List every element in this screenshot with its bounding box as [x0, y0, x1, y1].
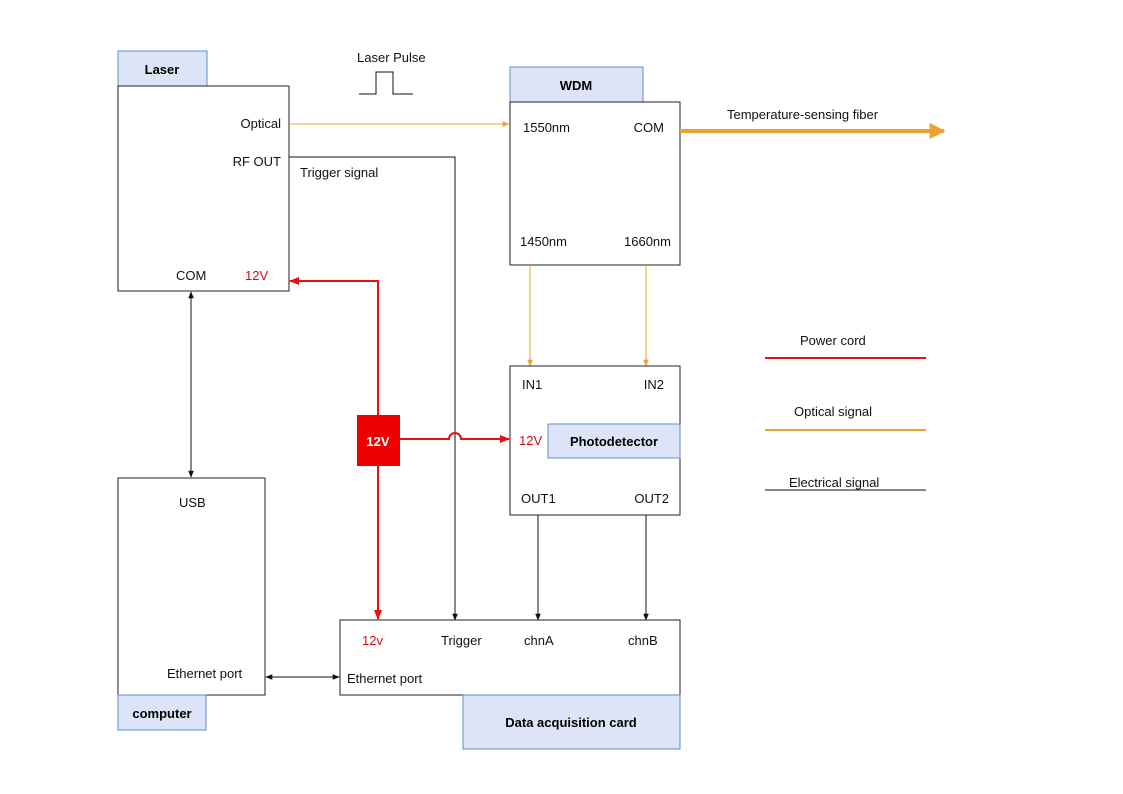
photodetector-in1-port: IN1: [522, 377, 542, 392]
legend: Power cord Optical signal Electrical sig…: [765, 333, 926, 491]
daq-ethernet-port: Ethernet port: [347, 671, 423, 686]
legend-optical-label: Optical signal: [794, 404, 872, 419]
computer-block: computer USB Ethernet port: [117, 477, 266, 731]
computer-usb-port: USB: [179, 495, 206, 510]
daq-title: Data acquisition card: [505, 715, 637, 730]
laser-rf-out-port: RF OUT: [233, 154, 281, 169]
wdm-1550nm-port: 1550nm: [523, 120, 570, 135]
laser-box: [117, 85, 290, 292]
laser-pulse-icon: [359, 71, 413, 95]
photodetector-title: Photodetector: [570, 434, 658, 449]
wdm-block: WDM 1550nm COM 1450nm 1660nm: [509, 66, 681, 266]
trigger-signal-line: [289, 156, 458, 621]
daq-trigger-port: Trigger: [441, 633, 482, 648]
photodetector-out2-port: OUT2: [634, 491, 669, 506]
photodetector-title-tag: [547, 423, 681, 459]
legend-electrical-label: Electrical signal: [789, 475, 879, 490]
daq-box: [339, 619, 681, 696]
wdm-1660nm-port: 1660nm: [624, 234, 671, 249]
daq-12v-port: 12v: [362, 633, 383, 648]
photodetector-out1-port: OUT1: [521, 491, 556, 506]
photodetector-block: Photodetector IN1 IN2 12V OUT1 OUT2: [509, 365, 681, 516]
computer-box: [117, 477, 266, 696]
laser-title-tag: [117, 50, 208, 87]
wdm-title: WDM: [560, 78, 593, 93]
computer-title-tag: [117, 694, 207, 731]
daq-chnB-port: chnB: [628, 633, 658, 648]
legend-power-label: Power cord: [800, 333, 866, 348]
photodetector-12v-port: 12V: [519, 433, 542, 448]
power-supply-box: [357, 415, 400, 466]
daq-block: Data acquisition card 12v Trigger chnA c…: [339, 619, 681, 750]
wdm-com-port: COM: [634, 120, 664, 135]
photodetector-in2-port: IN2: [644, 377, 664, 392]
power-cord-to-laser: [289, 277, 379, 415]
wdm-title-tag: [509, 66, 644, 103]
power-cord-to-photodetector: [400, 432, 510, 443]
laser-com-port: COM: [176, 268, 206, 283]
laser-pulse: Laser Pulse: [357, 50, 426, 95]
laser-optical-port: Optical: [241, 116, 282, 131]
wdm-box: [509, 101, 681, 266]
laser-12v-port: 12V: [245, 268, 268, 283]
trigger-signal-label: Trigger signal: [300, 165, 378, 180]
power-supply-12v: 12V: [357, 415, 400, 466]
wdm-1450nm-port: 1450nm: [520, 234, 567, 249]
laser-block: Laser Optical RF OUT COM 12V: [117, 50, 290, 292]
laser-pulse-label: Laser Pulse: [357, 50, 426, 65]
temperature-sensing-fiber-label: Temperature-sensing fiber: [727, 107, 879, 122]
laser-title: Laser: [145, 62, 180, 77]
computer-ethernet-port: Ethernet port: [167, 666, 243, 681]
power-supply-label: 12V: [366, 434, 389, 449]
daq-title-tag: [462, 694, 681, 750]
computer-title: computer: [132, 706, 191, 721]
daq-chnA-port: chnA: [524, 633, 554, 648]
